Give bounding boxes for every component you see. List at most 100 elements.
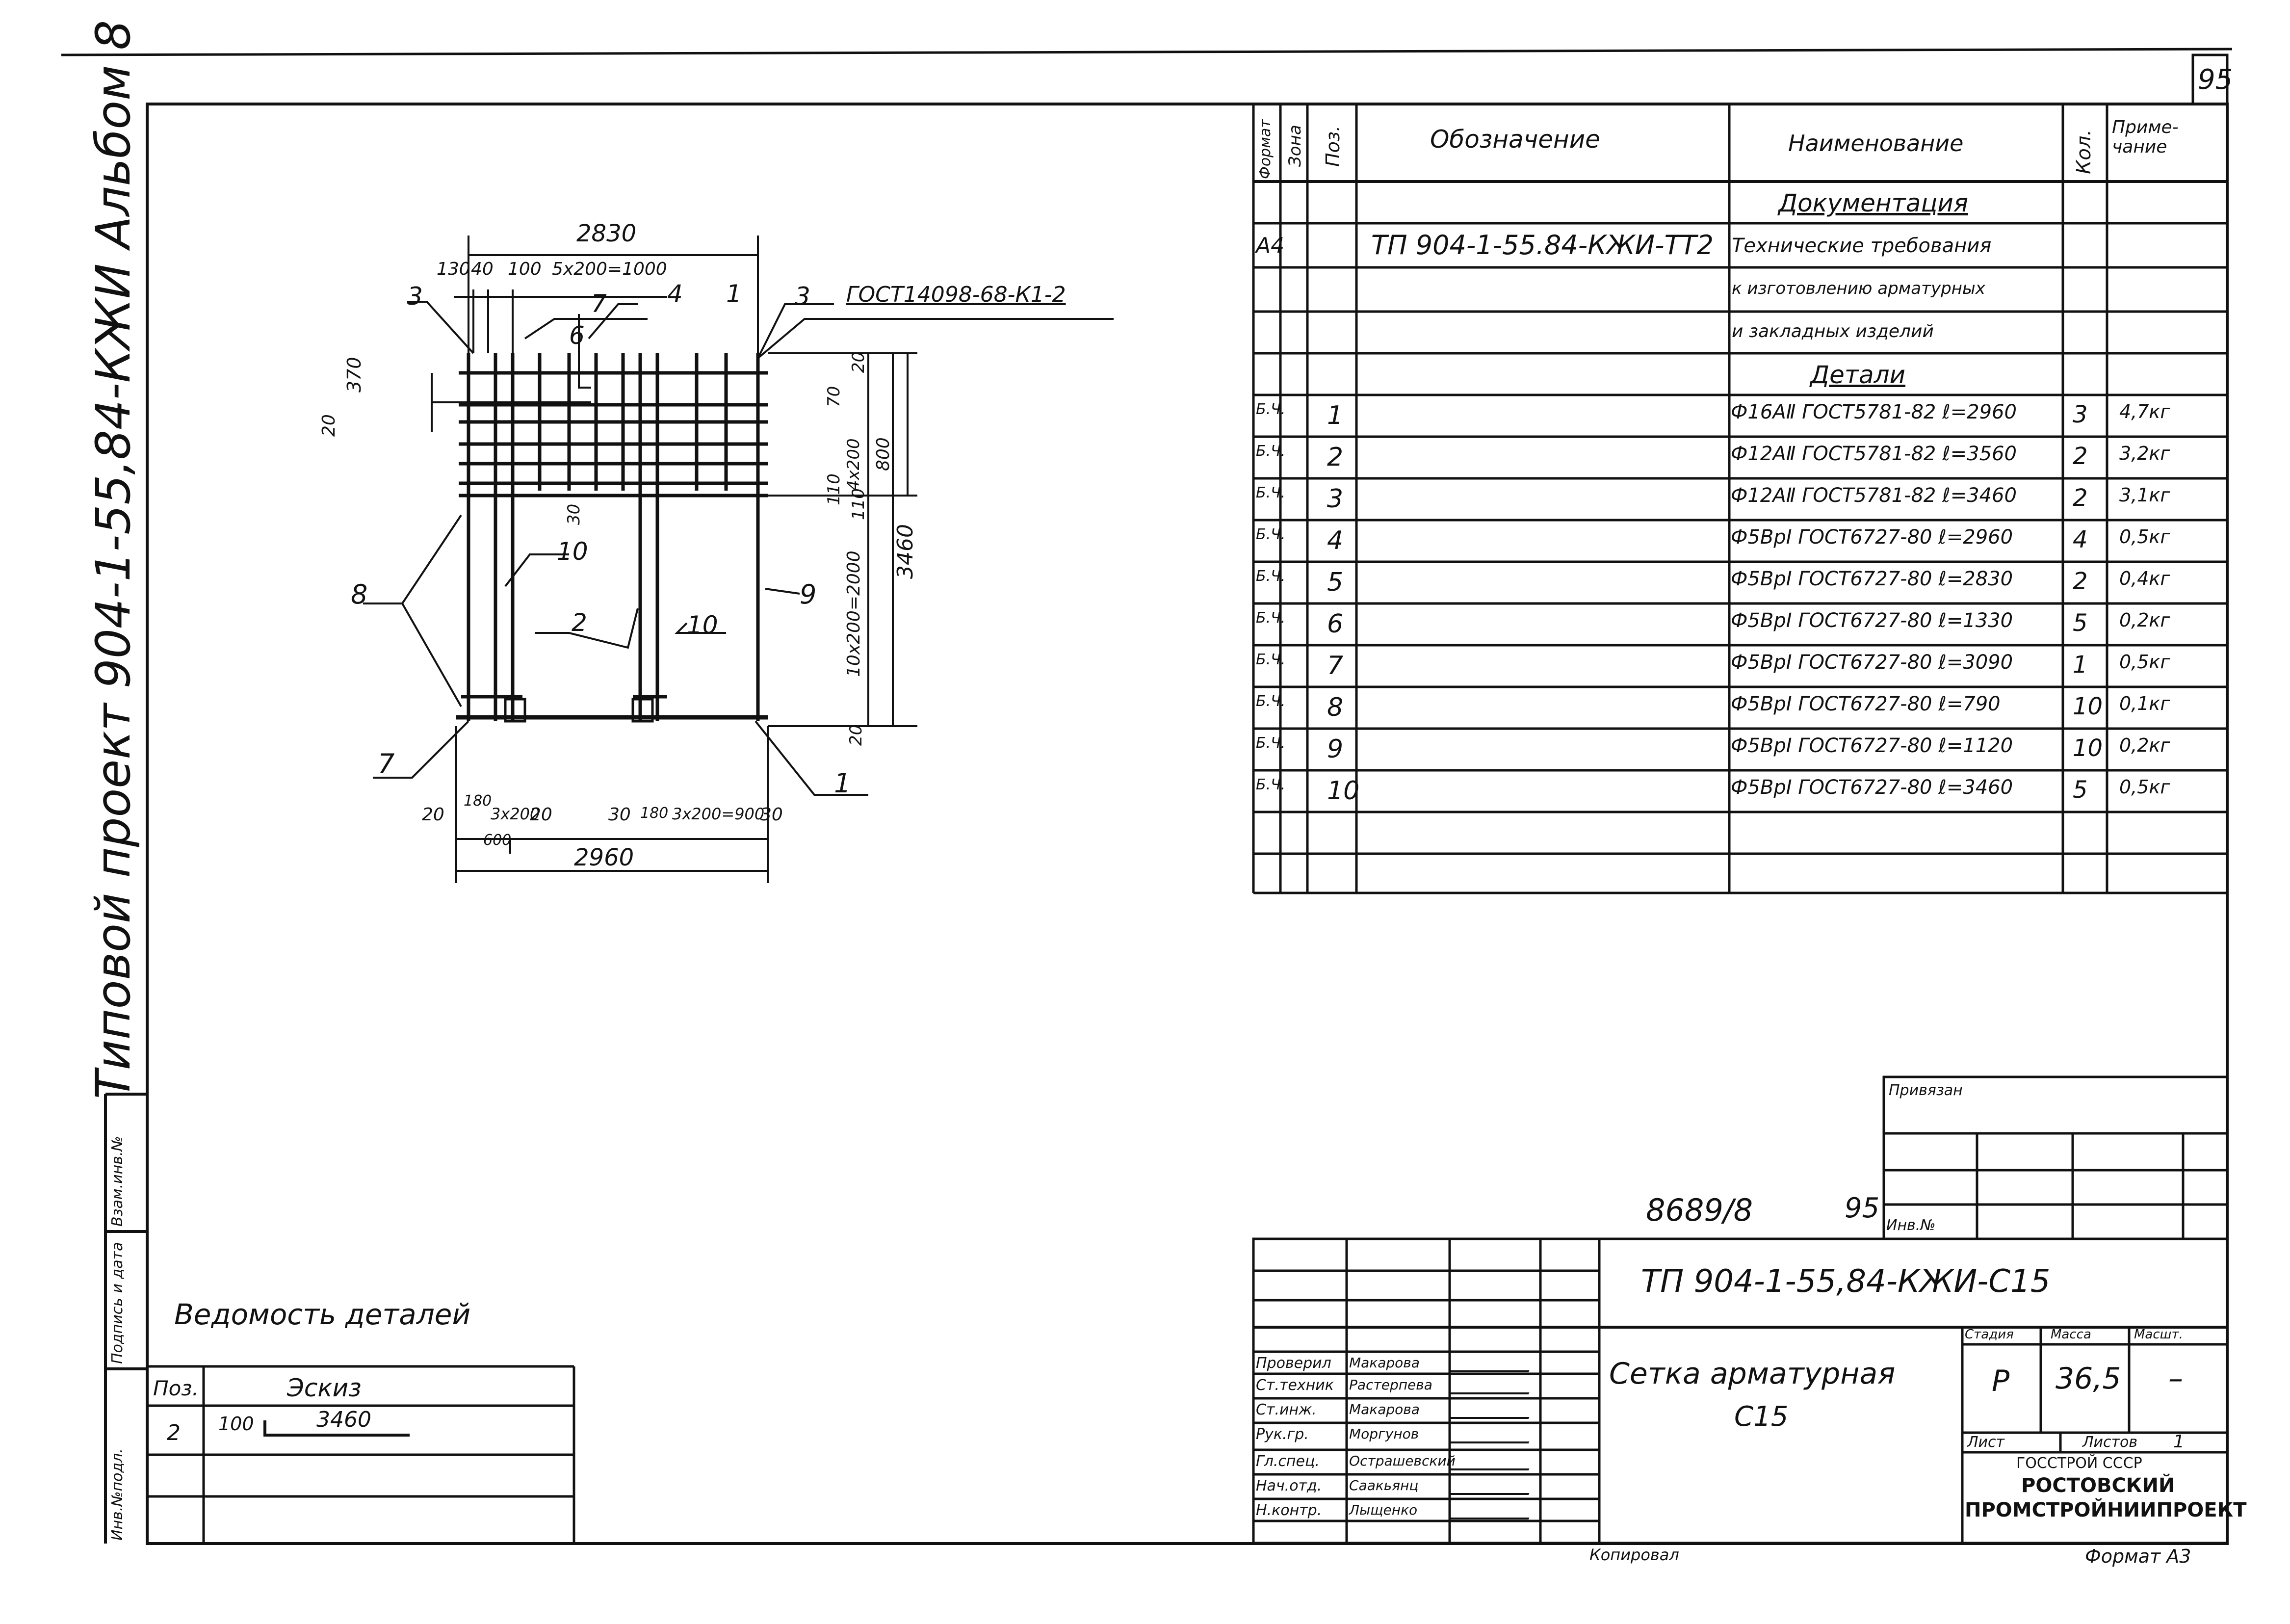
spec-header-pos: Поз. bbox=[1322, 125, 1344, 167]
signer-role: Ст.техник bbox=[1256, 1377, 1334, 1394]
dim-right-70: 70 bbox=[824, 386, 844, 407]
spec-row-format: Б.Ч. bbox=[1256, 526, 1286, 543]
spec-row-qty: 5 bbox=[2073, 609, 2088, 637]
dim-top-40: 40 bbox=[471, 259, 494, 279]
callout-10-left: 10 bbox=[557, 537, 588, 566]
doc-code: ТП 904-1-55,84-КЖИ-С15 bbox=[1641, 1263, 2051, 1300]
spec-header-qty: Кол. bbox=[2073, 129, 2095, 174]
sheets-label: Листов bbox=[2082, 1434, 2138, 1451]
spec-row-format: Б.Ч. bbox=[1256, 401, 1286, 418]
callout-10-right: 10 bbox=[687, 611, 718, 639]
binding-label: Привязан bbox=[1889, 1082, 1963, 1099]
mass-value: 36,5 bbox=[2056, 1362, 2121, 1396]
org-1: ГОССТРОЙ СССР bbox=[2016, 1455, 2142, 1472]
signer-name: Лыщенко bbox=[1349, 1502, 1418, 1518]
signer-role: Нач.отд. bbox=[1256, 1477, 1322, 1494]
callout-5: 6 bbox=[569, 321, 585, 350]
copied-label: Копировал bbox=[1589, 1545, 1679, 1564]
spec-row-pos: 1 bbox=[1327, 401, 1344, 430]
spec-row-pos: 8 bbox=[1327, 693, 1344, 722]
spec-header-name: Наименование bbox=[1788, 130, 1964, 157]
spec-row-format: Б.Ч. bbox=[1256, 776, 1286, 793]
dim-right-110a: 110 bbox=[824, 473, 844, 505]
spec-row-qty: 2 bbox=[2073, 443, 2088, 470]
details-row-length: 3460 bbox=[316, 1407, 371, 1432]
dim-top-total: 2830 bbox=[576, 220, 637, 247]
stage-value: Р bbox=[1992, 1364, 2010, 1398]
details-col-pos: Поз. bbox=[153, 1376, 199, 1400]
doc-mark: С15 bbox=[1734, 1401, 1789, 1433]
signer-name: Острашевский bbox=[1349, 1453, 1456, 1469]
signature-mark bbox=[1450, 1451, 1538, 1470]
dim-bottom-600: 600 bbox=[483, 832, 512, 849]
dim-bottom-180b: 180 bbox=[640, 805, 669, 822]
spec-row-name: Ф12АⅡ ГОСТ5781-82 ℓ=3560 bbox=[1731, 443, 2017, 465]
spec-row-name: Ф5ВрⅠ ГОСТ6727-80 ℓ=3090 bbox=[1731, 651, 2013, 674]
spec-row-format: Б.Ч. bbox=[1256, 651, 1286, 668]
strip-vzam-inv: Взам.инв.№ bbox=[109, 1136, 126, 1227]
page-number: 95 bbox=[2198, 64, 2233, 96]
spec-row-pos: 7 bbox=[1327, 651, 1344, 681]
signer-name: Макарова bbox=[1349, 1355, 1420, 1371]
mass-label: Масса bbox=[2051, 1327, 2091, 1342]
dim-bottom-180a: 180 bbox=[464, 792, 492, 810]
doc-name: Сетка арматурная bbox=[1609, 1357, 1896, 1391]
spec-row-name: Ф5ВрⅠ ГОСТ6727-80 ℓ=1330 bbox=[1731, 609, 2013, 632]
spec-row-note: 0,5кг bbox=[2119, 651, 2170, 673]
callout-8: 8 bbox=[351, 579, 368, 610]
spec-section-details: Детали bbox=[1810, 361, 1906, 389]
spec-row-note: 0,2кг bbox=[2119, 609, 2170, 631]
spec-row-format: Б.Ч. bbox=[1256, 484, 1286, 501]
doc-row-name-3: и закладных изделий bbox=[1732, 321, 1934, 341]
weld-standard: ГОСТ14098-68-К1-2 bbox=[846, 282, 1066, 307]
dim-bottom-20b: 20 bbox=[530, 805, 552, 825]
callout-1-top: 1 bbox=[726, 280, 742, 308]
spec-row-name: Ф5ВрⅠ ГОСТ6727-80 ℓ=1120 bbox=[1731, 734, 2013, 757]
details-list-title: Ведомость деталей bbox=[174, 1298, 471, 1331]
spec-header-format: Формат bbox=[1257, 119, 1274, 179]
dim-top-spacing: 5x200=1000 bbox=[552, 259, 667, 279]
dim-bottom-20a: 20 bbox=[422, 805, 444, 825]
scale-value: – bbox=[2168, 1362, 2183, 1396]
spec-row-note: 0,5кг bbox=[2119, 526, 2170, 548]
spec-row-note: 0,1кг bbox=[2119, 693, 2170, 714]
signer-name: Макарова bbox=[1349, 1401, 1420, 1417]
signer-role: Рук.гр. bbox=[1256, 1426, 1309, 1443]
spec-row-format: Б.Ч. bbox=[1256, 693, 1286, 710]
spec-row-name: Ф5ВрⅠ ГОСТ6727-80 ℓ=790 bbox=[1731, 693, 2001, 715]
doc-row-name-1: Технические требования bbox=[1732, 235, 1992, 257]
callout-7: 7 bbox=[378, 748, 395, 779]
dim-right-20: 20 bbox=[849, 351, 868, 373]
spec-row-pos: 5 bbox=[1327, 568, 1344, 597]
details-row-pos: 2 bbox=[167, 1420, 181, 1445]
mesh-drawing bbox=[456, 353, 768, 723]
dim-left-370: 370 bbox=[343, 357, 365, 393]
spec-row-pos: 6 bbox=[1327, 609, 1344, 639]
signer-role: Гл.спец. bbox=[1256, 1453, 1320, 1470]
dim-right-total: 3460 bbox=[893, 524, 918, 579]
signature-mark bbox=[1450, 1399, 1538, 1419]
callout-3-left: 3 bbox=[407, 282, 423, 311]
spec-header-zone: Зона bbox=[1285, 125, 1305, 167]
spec-row-name: Ф12АⅡ ГОСТ5781-82 ℓ=3460 bbox=[1731, 484, 2017, 507]
signature-mark bbox=[1450, 1375, 1538, 1394]
callout-2: 2 bbox=[572, 608, 587, 637]
dim-bottom-3x200b: 3x200=900 bbox=[672, 805, 765, 823]
archive-number: 8689/8 bbox=[1646, 1192, 1753, 1228]
dim-top-130: 130 bbox=[437, 259, 470, 279]
dim-right-10x200: 10x200=2000 bbox=[844, 550, 864, 677]
inv-label: Инв.№ bbox=[1886, 1217, 1936, 1234]
signer-name: Растерпева bbox=[1349, 1377, 1432, 1393]
spec-row-qty: 5 bbox=[2073, 776, 2088, 804]
dim-right-110b: 110 bbox=[849, 488, 868, 520]
spec-row-name: Ф5ВрⅠ ГОСТ6727-80 ℓ=2960 bbox=[1731, 526, 2013, 549]
spec-row-note: 3,2кг bbox=[2119, 443, 2170, 464]
spec-row-pos: 10 bbox=[1327, 776, 1360, 806]
spec-row-qty: 2 bbox=[2073, 484, 2088, 512]
strip-inv-podl: Инв.№подл. bbox=[109, 1448, 126, 1541]
callout-1-bottom: 1 bbox=[834, 768, 851, 799]
signer-name: Саакьянц bbox=[1349, 1477, 1419, 1493]
spec-row-note: 0,5кг bbox=[2119, 776, 2170, 798]
doc-row-format: А4 bbox=[1256, 233, 1285, 258]
